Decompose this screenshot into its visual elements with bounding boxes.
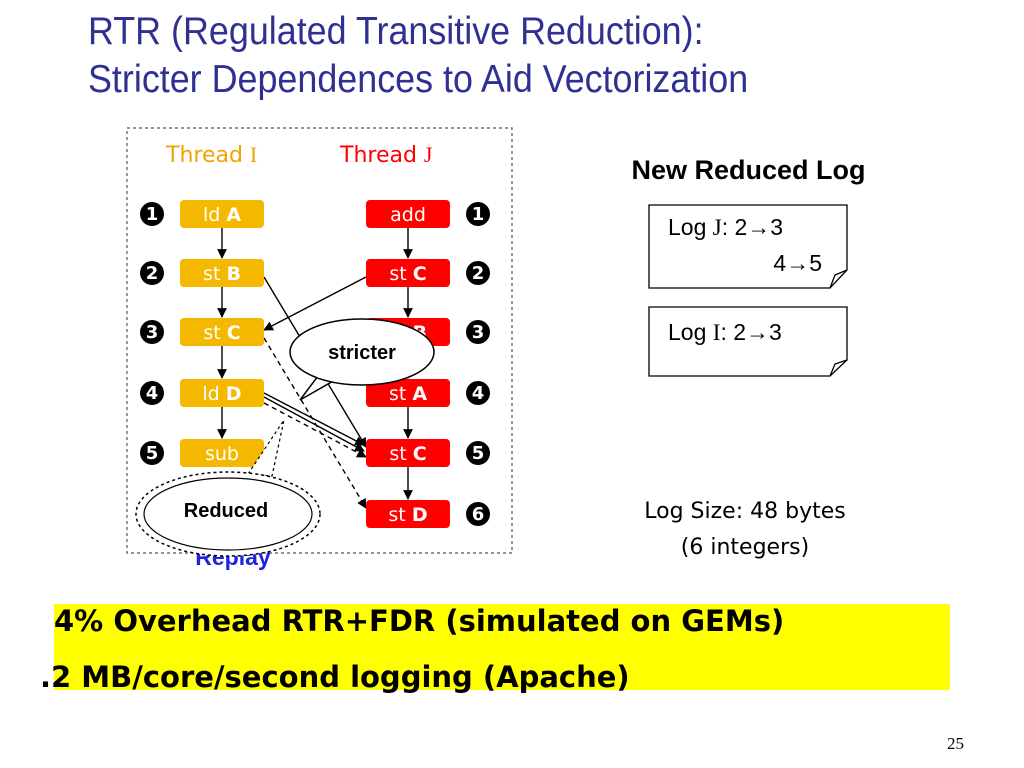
thread-j-op-1-label: add xyxy=(390,204,426,226)
thread-i-op-4: ld D xyxy=(180,379,264,407)
reduced-callout: Reduced xyxy=(135,419,321,557)
thread-j-number-5: 5 xyxy=(466,441,490,465)
svg-text:5: 5 xyxy=(472,443,485,464)
thread-i-header: Thread I xyxy=(165,142,257,168)
thread-j-op-1: add xyxy=(366,200,450,228)
thread-i-op-4-label: ld D xyxy=(202,383,241,405)
thread-j-op-5: st C xyxy=(366,439,450,467)
thread-j-number-6: 6 xyxy=(466,502,490,526)
thread-j-number-2: 2 xyxy=(466,261,490,285)
thread-i-instructions: ld A st B st C ld D sub xyxy=(180,200,264,467)
thread-i-number-1: 1 xyxy=(140,202,164,226)
svg-text:1: 1 xyxy=(146,204,159,225)
log-i-line-1: Log I: 2→3 xyxy=(668,319,782,345)
svg-text:4: 4 xyxy=(472,383,485,404)
edge-i3-to-j6-reduced xyxy=(263,337,367,509)
log-i-note: Log I: 2→3 xyxy=(648,306,848,377)
thread-i-op-1: ld A xyxy=(180,200,264,228)
thread-j-op-2-label: st C xyxy=(389,263,426,285)
thread-j-number-4: 4 xyxy=(466,381,490,405)
edge-i4-to-j5-reduced xyxy=(263,402,367,458)
edge-j2-to-i3 xyxy=(263,276,367,331)
edge-i4-to-j5 xyxy=(263,396,365,452)
thread-i-number-5: 5 xyxy=(140,441,164,465)
thread-i-op-2: st B xyxy=(180,259,264,287)
svg-text:6: 6 xyxy=(472,504,485,525)
log-j-line-1: Log J: 2→3 xyxy=(668,214,783,240)
log-size-line-2: (6 integers) xyxy=(680,535,810,560)
svg-text:1: 1 xyxy=(472,204,485,225)
new-log-heading: New Reduced Log xyxy=(631,155,866,185)
reduced-label: Reduced xyxy=(184,500,268,522)
svg-text:2: 2 xyxy=(472,263,485,284)
thread-j-op-2: st C xyxy=(366,259,450,287)
highlight-box xyxy=(54,604,950,690)
thread-j-op-4-label: st A xyxy=(389,383,427,405)
instruction-numbers: 1 2 3 4 5 1 2 3 4 5 6 xyxy=(140,202,490,526)
logging-rate-text: .2 MB/core/second logging (Apache) xyxy=(40,660,630,694)
page-number: 25 xyxy=(947,734,964,753)
stricter-label: stricter xyxy=(328,342,396,364)
title-line-2: Stricter Dependences to Aid Vectorizatio… xyxy=(88,58,749,101)
thread-j-number-1: 1 xyxy=(466,202,490,226)
svg-text:2: 2 xyxy=(146,263,159,284)
diagram-frame xyxy=(126,127,513,554)
thread-j-op-4: st A xyxy=(366,379,450,407)
thread-j-header: Thread J xyxy=(339,142,433,168)
overhead-text: 4% Overhead RTR+FDR (simulated on GEMs) xyxy=(54,604,785,638)
svg-text:4: 4 xyxy=(146,383,159,404)
log-j-note: Log J: 2→3 4→5 xyxy=(648,204,848,289)
thread-j-op-6-label: st D xyxy=(388,504,427,526)
thread-i-op-3-label: st C xyxy=(203,322,240,344)
svg-text:3: 3 xyxy=(146,322,159,343)
svg-text:5: 5 xyxy=(146,443,159,464)
thread-i-number-3: 3 xyxy=(140,320,164,344)
svg-text:3: 3 xyxy=(472,322,485,343)
thread-i-number-4: 4 xyxy=(140,381,164,405)
log-j-line-2: 4→5 xyxy=(773,250,822,276)
thread-i-op-1-label: ld A xyxy=(203,204,241,226)
thread-i-op-5: sub xyxy=(180,439,264,467)
thread-j-op-6: st D xyxy=(366,500,450,528)
thread-j-op-5-label: st C xyxy=(389,443,426,465)
log-size-text: Log Size: 48 bytes (6 integers) xyxy=(590,494,900,566)
thread-i-number-2: 2 xyxy=(140,261,164,285)
edge-i4-to-j5-stricter xyxy=(263,392,365,446)
thread-j-number-3: 3 xyxy=(466,320,490,344)
log-size-line-1: Log Size: 48 bytes xyxy=(644,499,846,524)
thread-i-op-2-label: st B xyxy=(203,263,241,285)
slide-title: RTR (Regulated Transitive Reduction): St… xyxy=(88,8,916,104)
stricter-callout: stricter xyxy=(289,318,435,401)
title-line-1: RTR (Regulated Transitive Reduction): xyxy=(88,10,704,53)
thread-i-op-5-label: sub xyxy=(205,443,239,465)
thread-i-op-3: st C xyxy=(180,318,264,346)
